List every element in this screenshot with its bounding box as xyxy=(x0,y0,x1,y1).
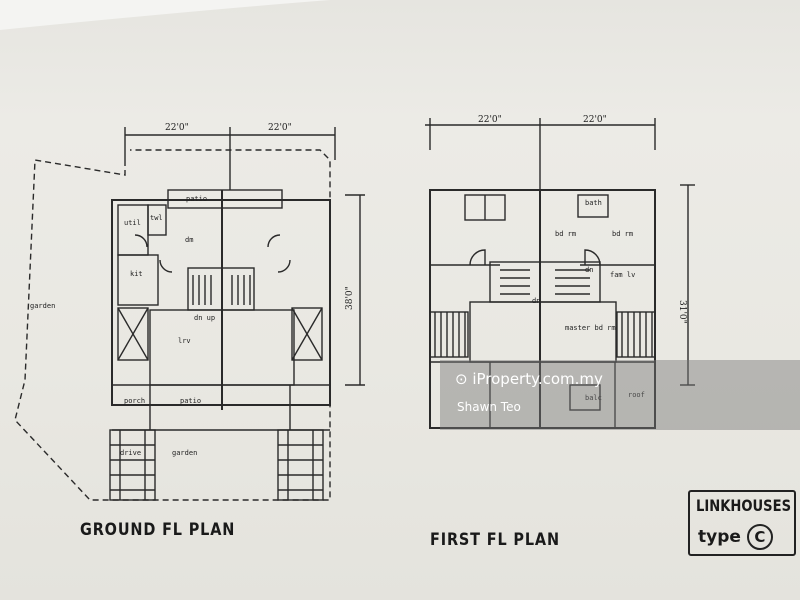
first-dim-right-label: 22'0" xyxy=(583,115,607,125)
type-letter-circle: C xyxy=(746,524,773,550)
ground-dim-depth-label: 38'0" xyxy=(345,286,355,310)
label-balc: balc xyxy=(585,394,602,402)
first-dim-left-label: 22'0" xyxy=(478,115,502,125)
label-master: master bd rm xyxy=(565,324,616,332)
ground-plan-title: GROUND FL PLAN xyxy=(80,520,236,540)
first-dim-depth-label: 31'0" xyxy=(677,300,687,324)
first-stairs xyxy=(489,261,601,303)
label-bed1: bd rm xyxy=(555,230,576,238)
watermark-band xyxy=(440,360,800,430)
label-patio-top: patio xyxy=(186,195,207,203)
ground-driveway-right xyxy=(277,429,324,501)
first-balcony-right xyxy=(616,311,656,358)
ground-dim-left-label: 22'0" xyxy=(165,123,189,133)
label-dn-first: dn xyxy=(585,266,593,274)
label-fam-lv: fam lv xyxy=(610,271,635,279)
label-roof: roof xyxy=(628,391,645,399)
ground-site-boundary xyxy=(14,149,331,501)
first-balcony-left xyxy=(429,311,469,358)
label-patio-bottom: patio xyxy=(180,397,201,405)
label-kitchen: kit xyxy=(130,270,143,278)
first-plan-title: FIRST FL PLAN xyxy=(430,530,560,550)
label-toilet: twl xyxy=(150,214,163,222)
type-label-word: type xyxy=(698,527,741,547)
label-util: util xyxy=(124,219,141,227)
ground-dim-right-label: 22'0" xyxy=(268,123,292,133)
label-drive: drive xyxy=(120,449,141,457)
watermark-agent: Shawn Teo xyxy=(457,400,521,414)
watermark-brand: ⊙ iProperty.com.my xyxy=(455,370,603,388)
label-bed2: bd rm xyxy=(612,230,633,238)
label-dn-second: dn xyxy=(532,297,540,305)
label-living: lrv xyxy=(178,337,191,345)
label-garden-bottom: garden xyxy=(172,449,197,457)
label-bath: bath xyxy=(585,199,602,207)
label-garden-side: garden xyxy=(30,302,55,310)
label-dining: dm xyxy=(185,236,193,244)
ground-driveway-left xyxy=(109,429,156,501)
first-outer-wall xyxy=(429,189,656,429)
label-porch: porch xyxy=(124,397,145,405)
type-label-line1: LINKHOUSES xyxy=(696,496,792,515)
label-dn-up: dn up xyxy=(194,314,215,322)
paper-corner xyxy=(0,0,330,30)
watermark-brand-text: iProperty.com.my xyxy=(472,370,603,388)
